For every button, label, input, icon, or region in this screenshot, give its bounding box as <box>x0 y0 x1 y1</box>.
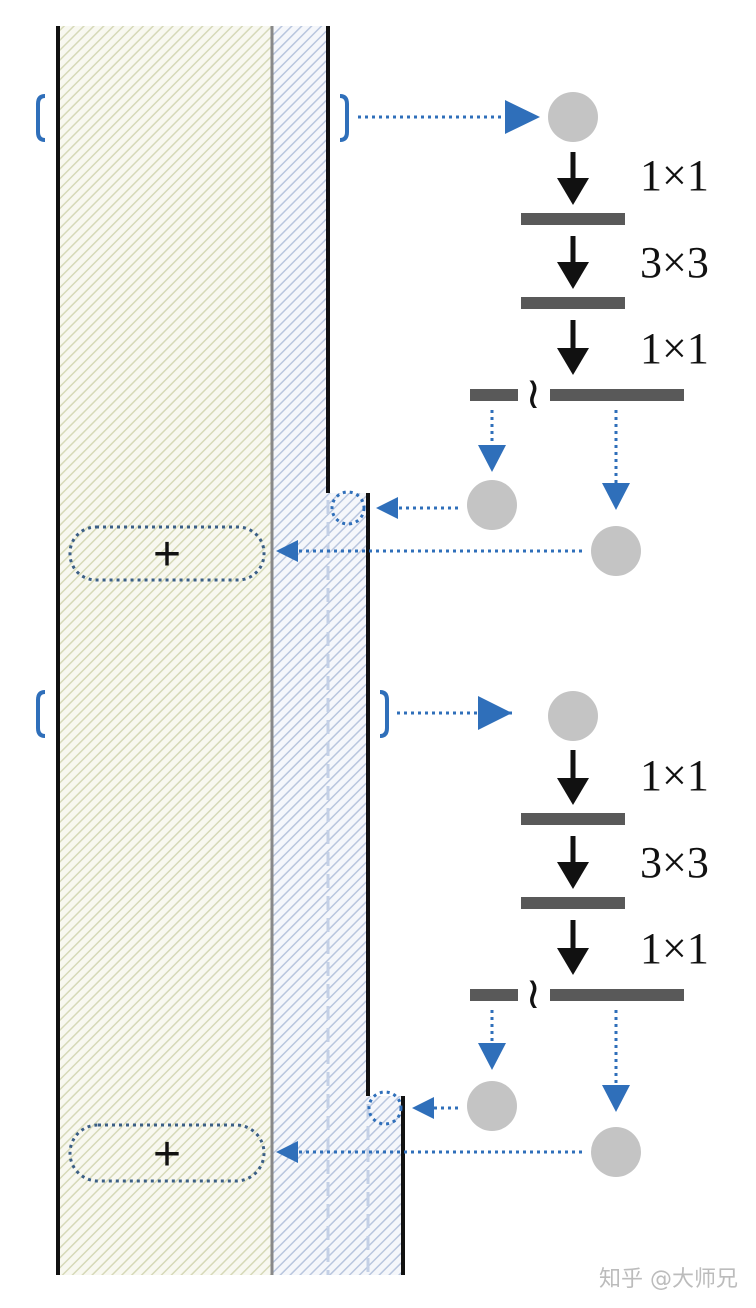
input-bracket-right <box>339 94 349 142</box>
conv-label: 3×3 <box>640 238 709 287</box>
conv-label: 1×1 <box>640 924 709 973</box>
concat-arrow-head <box>376 497 398 519</box>
conv-bar <box>521 213 625 225</box>
conv-stack: 1×1 3×3 1×1 <box>521 750 709 975</box>
concat-arrow-head <box>412 1097 434 1119</box>
down-arrow-icon <box>557 262 589 289</box>
split-symbol: ≀ <box>525 969 542 1018</box>
concat-point <box>367 1090 403 1126</box>
residual-output-arrow-head <box>602 1085 630 1112</box>
dense-output-node <box>467 480 517 530</box>
sum-capsule <box>68 525 266 582</box>
split-bar-left <box>470 989 518 1001</box>
down-arrow-icon <box>557 862 589 889</box>
split-bar-left <box>470 389 518 401</box>
input-bracket-left <box>36 690 46 738</box>
watermark: 知乎 @大师兄 <box>599 1267 738 1292</box>
block-2: 1×1 3×3 1×1 ≀ + <box>36 690 709 1183</box>
block-1: 1×1 3×3 1×1 ≀ + <box>36 92 709 582</box>
input-node <box>548 691 598 741</box>
residual-output-node <box>591 526 641 576</box>
down-arrow-icon <box>557 348 589 375</box>
split-bar-right <box>550 389 684 401</box>
dense-output-arrow-head <box>478 445 506 472</box>
conv-label: 3×3 <box>640 838 709 887</box>
conv-label: 1×1 <box>640 751 709 800</box>
split-symbol: ≀ <box>525 369 542 418</box>
input-node <box>548 92 598 142</box>
plus-icon: + <box>153 1128 181 1181</box>
conv-label: 1×1 <box>640 151 709 200</box>
conv-label: 1×1 <box>640 324 709 373</box>
input-bracket-right <box>379 690 389 738</box>
dense-output-node <box>467 1081 517 1131</box>
sum-arrow-head <box>276 540 298 562</box>
conv-bar <box>521 897 625 909</box>
input-arrow-head <box>505 100 540 134</box>
residual-output-arrow-head <box>602 483 630 510</box>
concat-point <box>330 490 366 526</box>
conv-bar <box>521 297 625 309</box>
sum-arrow-head <box>276 1141 298 1163</box>
conv-bar <box>521 813 625 825</box>
plus-icon: + <box>153 528 181 581</box>
split-bar-right <box>550 989 684 1001</box>
conv-stack: 1×1 3×3 1×1 <box>521 151 709 375</box>
residual-path-band <box>58 26 272 1275</box>
down-arrow-icon <box>557 178 589 205</box>
down-arrow-icon <box>557 778 589 805</box>
down-arrow-icon <box>557 948 589 975</box>
dense-output-arrow-head <box>478 1043 506 1070</box>
residual-output-node <box>591 1127 641 1177</box>
input-bracket-left <box>36 94 46 142</box>
dense-path-band <box>272 26 403 1275</box>
sum-capsule <box>68 1123 266 1183</box>
input-arrow-head <box>478 696 512 730</box>
